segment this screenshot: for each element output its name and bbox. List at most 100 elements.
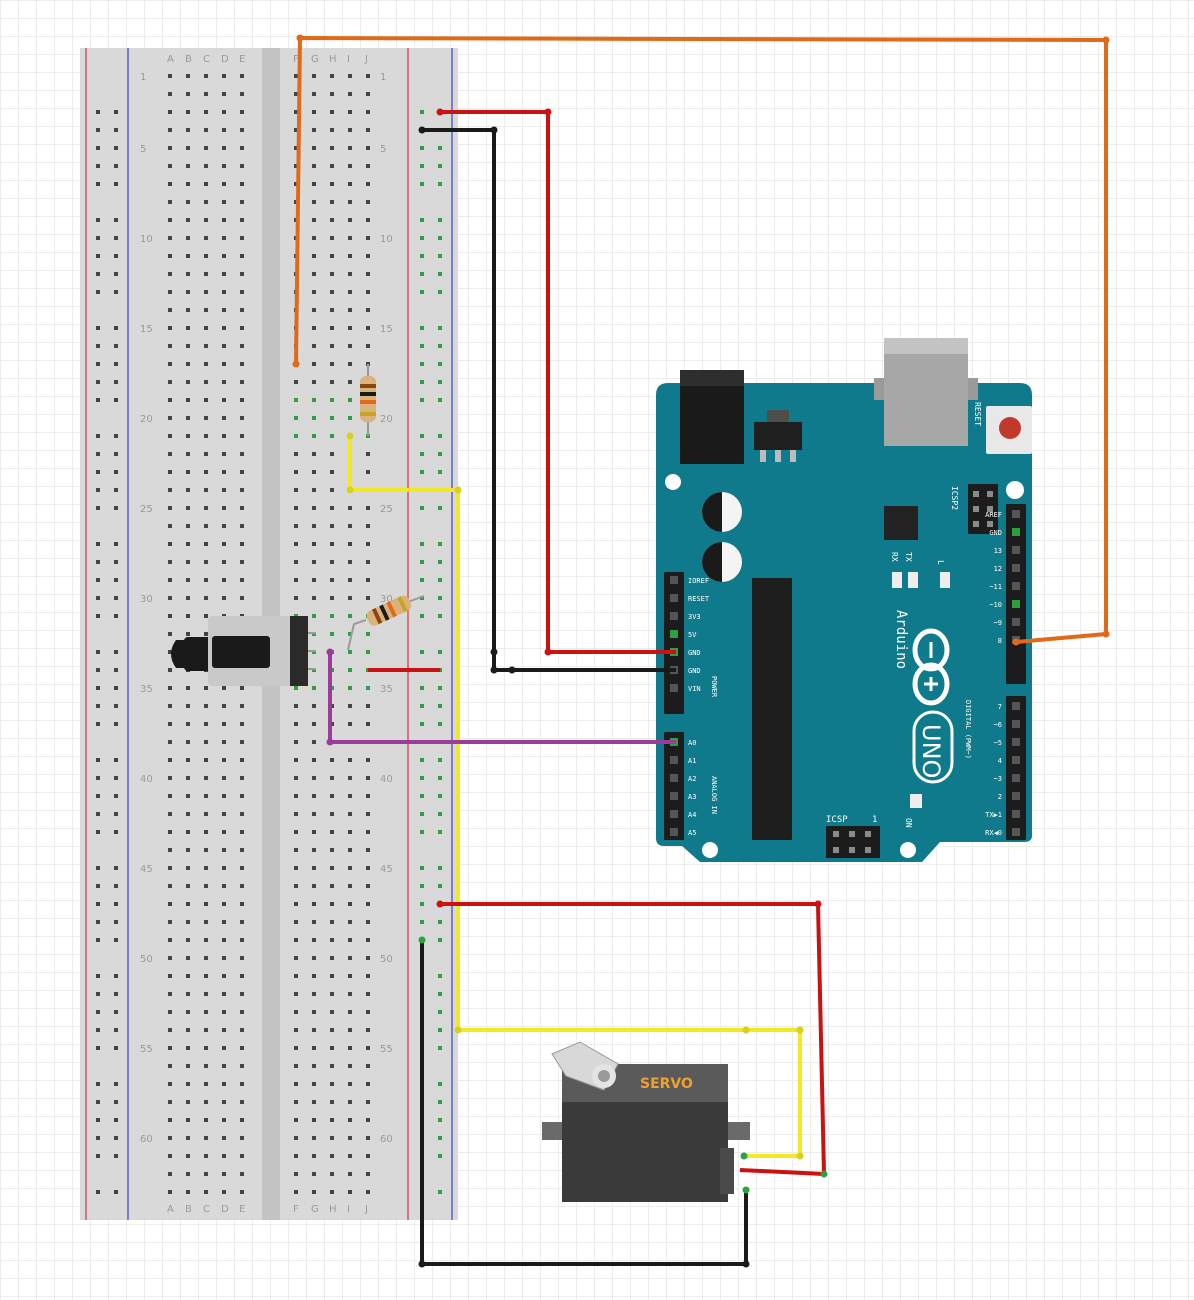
icsp2-pin <box>973 521 979 527</box>
breadboard-hole <box>348 866 352 870</box>
breadboard-hole <box>204 326 208 330</box>
breadboard-hole <box>312 596 316 600</box>
digital-pin[interactable] <box>1012 828 1020 836</box>
breadboard-hole <box>204 74 208 78</box>
breadboard-hole <box>168 614 172 618</box>
rail-hole <box>438 452 442 456</box>
wire-node <box>1102 36 1110 44</box>
breadboard-hole <box>312 236 316 240</box>
wire-node <box>490 126 498 134</box>
power-pin[interactable] <box>670 612 678 620</box>
breadboard-hole <box>366 578 370 582</box>
digital-pin[interactable] <box>1012 774 1020 782</box>
breadboard-hole <box>330 1136 334 1140</box>
breadboard-hole <box>366 308 370 312</box>
breadboard-hole <box>222 362 226 366</box>
wire-node <box>490 666 498 674</box>
digital-pin[interactable] <box>1012 702 1020 710</box>
wire-node <box>296 34 304 42</box>
digital-pin[interactable] <box>1012 792 1020 800</box>
breadboard-hole <box>366 1118 370 1122</box>
digital-pin[interactable] <box>1012 546 1020 554</box>
breadboard-hole <box>240 1172 244 1176</box>
rail-hole <box>96 470 100 474</box>
digital-pin[interactable] <box>1012 600 1020 608</box>
digital-pin[interactable] <box>1012 582 1020 590</box>
breadboard-hole <box>204 1118 208 1122</box>
breadboard-hole <box>240 902 244 906</box>
breadboard-hole <box>294 776 298 780</box>
analog-pin[interactable] <box>670 810 678 818</box>
icsp2-label: ICSP2 <box>950 486 959 510</box>
breadboard-hole <box>348 848 352 852</box>
analog-pin[interactable] <box>670 774 678 782</box>
rail-hole <box>438 596 442 600</box>
breadboard-hole <box>348 542 352 546</box>
breadboard-hole <box>186 416 190 420</box>
analog-pin[interactable] <box>670 756 678 764</box>
breadboard-hole <box>186 1064 190 1068</box>
rail-hole <box>420 758 424 762</box>
breadboard-hole <box>204 956 208 960</box>
wire-node <box>454 486 462 494</box>
breadboard-hole <box>186 866 190 870</box>
breadboard-hole <box>204 1172 208 1176</box>
digital-pin[interactable] <box>1012 510 1020 518</box>
analog-pin[interactable] <box>670 828 678 836</box>
pin-label: IOREF <box>688 577 709 585</box>
digital-pin[interactable] <box>1012 756 1020 764</box>
digital-pin[interactable] <box>1012 738 1020 746</box>
breadboard-hole <box>348 596 352 600</box>
breadboard-hole <box>204 542 208 546</box>
breadboard-hole <box>312 1190 316 1194</box>
analog-pin[interactable] <box>670 792 678 800</box>
breadboard-hole <box>330 344 334 348</box>
rail-hole <box>96 830 100 834</box>
power-pin[interactable] <box>670 630 678 638</box>
rail-hole <box>114 182 118 186</box>
breadboard-hole <box>312 686 316 690</box>
rail-hole <box>420 218 424 222</box>
row-label: 55 <box>140 1044 153 1055</box>
power-pin[interactable] <box>670 684 678 692</box>
row-label: 5 <box>140 144 146 155</box>
rail-hole <box>420 794 424 798</box>
pin-label: A5 <box>688 829 696 837</box>
breadboard-hole <box>348 560 352 564</box>
digital-pin[interactable] <box>1012 564 1020 572</box>
breadboard-hole <box>186 812 190 816</box>
rail-hole <box>114 1154 118 1158</box>
breadboard-hole <box>294 488 298 492</box>
row-label: 25 <box>140 504 153 515</box>
breadboard-hole <box>312 434 316 438</box>
breadboard-hole <box>312 1136 316 1140</box>
rail-hole <box>114 776 118 780</box>
rail-hole <box>438 794 442 798</box>
breadboard-hole <box>186 92 190 96</box>
breadboard-hole <box>330 920 334 924</box>
digital-pin[interactable] <box>1012 810 1020 818</box>
breadboard-hole <box>168 650 172 654</box>
breadboard-hole <box>204 740 208 744</box>
digital-pin[interactable] <box>1012 528 1020 536</box>
breadboard-hole <box>186 974 190 978</box>
breadboard-hole <box>330 524 334 528</box>
digital-pin[interactable] <box>1012 720 1020 728</box>
breadboard-hole <box>366 992 370 996</box>
digital-pin[interactable] <box>1012 618 1020 626</box>
power-pin[interactable] <box>670 594 678 602</box>
breadboard-hole <box>330 362 334 366</box>
rail-hole <box>114 344 118 348</box>
rail-hole <box>114 146 118 150</box>
breadboard-hole <box>186 182 190 186</box>
breadboard-hole <box>330 470 334 474</box>
reset-button-cap[interactable] <box>999 417 1021 439</box>
breadboard-hole <box>240 758 244 762</box>
breadboard-hole <box>240 1046 244 1050</box>
breadboard-hole <box>222 830 226 834</box>
rail-hole <box>96 1046 100 1050</box>
power-pin[interactable] <box>670 576 678 584</box>
breadboard-hole <box>204 452 208 456</box>
breadboard-hole <box>294 560 298 564</box>
breadboard-hole <box>186 164 190 168</box>
